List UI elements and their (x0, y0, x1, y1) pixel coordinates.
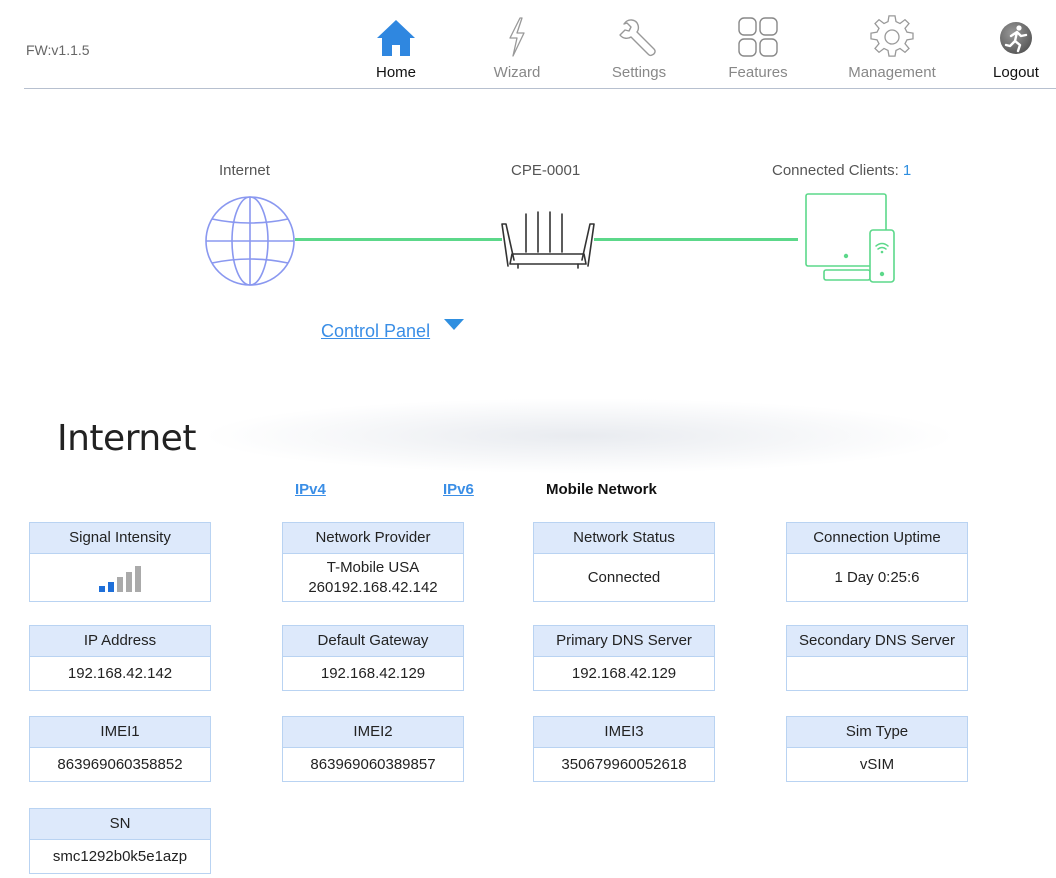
top-header: FW:v1.1.5 Home Wizard Settings Features (0, 0, 1056, 90)
network-provider-code: 260192.168.42.142 (308, 578, 438, 596)
header-divider (24, 88, 1056, 89)
signal-strength-icon (99, 565, 141, 592)
sn-value: smc1292b0k5e1azp (52, 848, 188, 865)
imei1-label: IMEI1 (30, 717, 210, 748)
ip-address-card: IP Address 192.168.42.142 (29, 625, 211, 691)
nav-logout-label: Logout (993, 64, 1039, 81)
topology-internet-label: Internet (219, 162, 270, 179)
nav-wizard-label: Wizard (493, 64, 541, 81)
grid-icon (738, 17, 778, 57)
primary-dns-label: Primary DNS Server (534, 626, 714, 657)
section-title: Internet (57, 418, 196, 459)
control-panel-toggle-arrow[interactable] (444, 319, 464, 330)
secondary-dns-value (787, 657, 967, 690)
firmware-version: FW:v1.1.5 (26, 42, 90, 58)
control-panel-link[interactable]: Control Panel (321, 321, 431, 341)
nav-management[interactable]: Management (842, 10, 942, 84)
clients-label-text: Connected Clients: (772, 162, 903, 179)
sim-type-label: Sim Type (787, 717, 967, 748)
tab-mobile-network[interactable]: Mobile Network (546, 481, 657, 498)
imei2-value: 863969060389857 (310, 756, 436, 773)
client-link-line (594, 238, 798, 241)
nav-settings-label: Settings (611, 64, 667, 81)
nav-features-label: Features (728, 64, 788, 81)
network-provider-card: Network Provider T-Mobile USA 260192.168… (282, 522, 464, 602)
wrench-icon (619, 19, 656, 57)
connection-uptime-card: Connection Uptime 1 Day 0:25:6 (786, 522, 968, 602)
internet-link-line (295, 238, 502, 241)
clients-count[interactable]: 1 (902, 162, 912, 179)
imei1-card: IMEI1 863969060358852 (29, 716, 211, 782)
nav-wizard[interactable]: Wizard (486, 10, 548, 84)
primary-dns-value: 192.168.42.129 (571, 665, 677, 682)
signal-intensity-card: Signal Intensity (29, 522, 211, 602)
lightning-icon (509, 17, 525, 57)
nav-management-label: Management (848, 64, 936, 81)
tab-ipv4[interactable]: IPv4 (295, 481, 326, 498)
primary-dns-card: Primary DNS Server 192.168.42.129 (533, 625, 715, 691)
ip-address-label: IP Address (30, 626, 210, 657)
ip-address-value: 192.168.42.142 (67, 665, 173, 682)
gear-icon (870, 15, 914, 57)
tab-ipv6[interactable]: IPv6 (443, 481, 474, 498)
network-provider-label: Network Provider (283, 523, 463, 554)
sn-label: SN (30, 809, 210, 840)
home-icon (377, 20, 415, 56)
nav-features[interactable]: Features (724, 10, 792, 84)
imei3-label: IMEI3 (534, 717, 714, 748)
secondary-dns-card: Secondary DNS Server (786, 625, 968, 691)
network-status-value: Connected (587, 568, 661, 586)
connection-uptime-value: 1 Day 0:25:6 (834, 568, 920, 586)
default-gateway-label: Default Gateway (283, 626, 463, 657)
imei2-label: IMEI2 (283, 717, 463, 748)
default-gateway-card: Default Gateway 192.168.42.129 (282, 625, 464, 691)
sn-card: SN smc1292b0k5e1azp (29, 808, 211, 874)
topology-clients-label: Connected Clients: 1 (772, 162, 911, 179)
connection-uptime-label: Connection Uptime (787, 523, 967, 554)
imei3-card: IMEI3 350679960052618 (533, 716, 715, 782)
sim-type-value: vSIM (859, 756, 895, 773)
secondary-dns-label: Secondary DNS Server (787, 626, 967, 657)
nav-home[interactable]: Home (366, 10, 426, 84)
nav-logout[interactable]: Logout (984, 10, 1048, 84)
imei2-card: IMEI2 863969060389857 (282, 716, 464, 782)
clients-device-icon[interactable] (800, 190, 900, 286)
network-status-card: Network Status Connected (533, 522, 715, 602)
nav-home-label: Home (375, 64, 416, 81)
globe-icon[interactable] (202, 193, 298, 289)
section-title-backdrop (200, 398, 960, 474)
router-icon[interactable] (500, 208, 596, 272)
network-provider-name: T-Mobile USA (326, 558, 420, 576)
default-gateway-value: 192.168.42.129 (320, 665, 426, 682)
nav-settings[interactable]: Settings (605, 10, 673, 84)
network-status-label: Network Status (534, 523, 714, 554)
topology-device-label: CPE-0001 (511, 162, 581, 179)
logout-runner-icon (1000, 22, 1032, 54)
sim-type-card: Sim Type vSIM (786, 716, 968, 782)
imei3-value: 350679960052618 (561, 756, 687, 773)
signal-intensity-label: Signal Intensity (30, 523, 210, 554)
imei1-value: 863969060358852 (57, 756, 183, 773)
